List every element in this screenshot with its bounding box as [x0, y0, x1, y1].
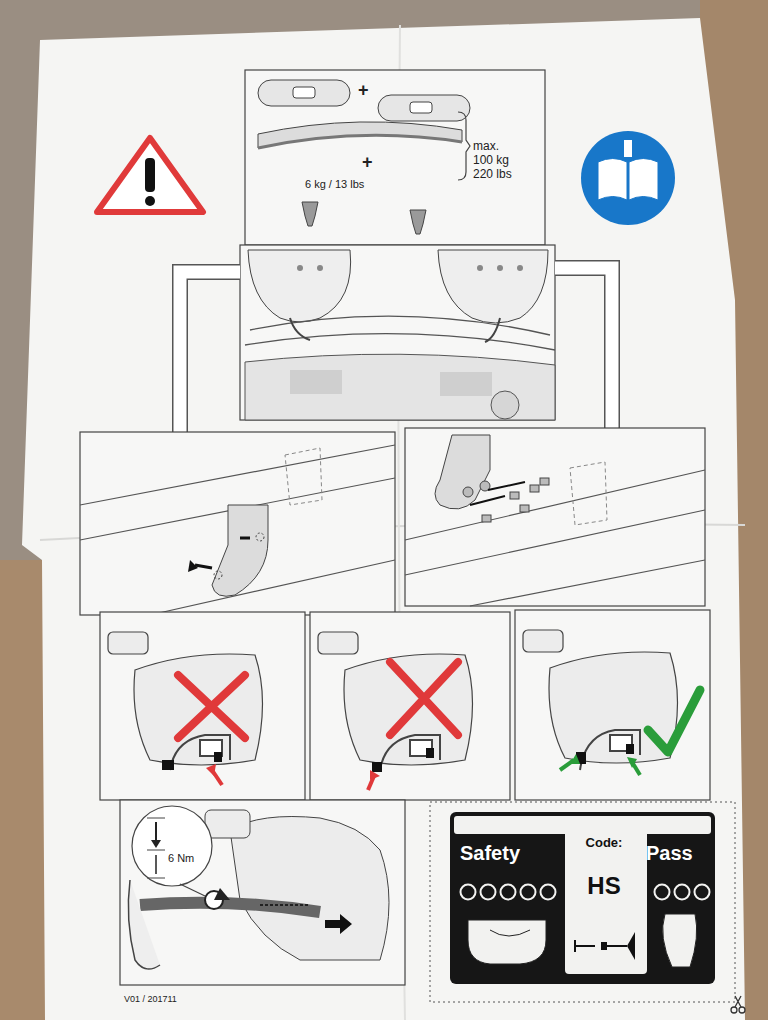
manual-icon [581, 131, 675, 225]
wheel [491, 391, 519, 419]
mount-foot [302, 202, 318, 226]
mount-hook [290, 318, 500, 342]
strap [140, 903, 320, 912]
safety-pass-card: Code: HS Safety Pass [450, 812, 715, 984]
mount-bracket [212, 505, 268, 596]
flow-arrow [555, 268, 612, 445]
callout-circle [132, 806, 212, 886]
book-symbol [624, 140, 632, 157]
mount-bracket [435, 435, 490, 509]
torque-value: 6 Nm [168, 852, 194, 865]
step-panel [405, 428, 705, 606]
seat-pad [378, 95, 470, 121]
step-panel [120, 800, 405, 985]
flow-arrow [180, 272, 240, 445]
push-arrow [325, 914, 352, 934]
plus-sign: + [362, 152, 373, 173]
headrest [205, 810, 250, 838]
weight-bracket [458, 112, 470, 180]
hidden-part [570, 462, 607, 525]
seat-base [258, 122, 462, 148]
flow-arrow [555, 268, 612, 447]
hand [128, 880, 160, 969]
bumper [245, 354, 555, 420]
warning-triangle [97, 138, 203, 212]
card-heading: Safety [460, 842, 520, 865]
seat-figure [230, 817, 389, 961]
card-text: Pass [646, 842, 693, 865]
flow-arrow [180, 272, 240, 447]
mount-foot [410, 210, 426, 234]
paper-sheet [22, 18, 745, 1020]
step-panel [80, 432, 395, 615]
vehicle-panel [240, 245, 555, 420]
step-panel [100, 610, 710, 800]
light [440, 372, 492, 396]
seat-pad [258, 80, 350, 106]
seat-base [258, 135, 462, 148]
plus-sign: + [358, 80, 369, 101]
light [290, 370, 342, 394]
pad-buckle [410, 102, 432, 113]
cut-line [430, 802, 735, 1002]
parts-panel [245, 70, 545, 245]
pad-buckle [293, 87, 315, 98]
seat-shell [438, 250, 548, 323]
scissors-symbol [731, 996, 745, 1013]
wrong-mark [178, 675, 245, 738]
wrong-mark [390, 662, 458, 735]
max-load: max. 100 kg 220 lbs [473, 140, 519, 181]
warning-mark [145, 196, 155, 206]
code-card: Code: HS [565, 828, 647, 974]
warning-mark [145, 158, 155, 192]
part-weight: 6 kg / 13 lbs [305, 178, 364, 191]
hidden-part [285, 448, 322, 505]
card-heading: Code: [565, 836, 643, 851]
book-symbol [598, 159, 658, 201]
luggage-rack [245, 316, 555, 350]
version-code: V01 / 201711 [124, 994, 177, 1004]
seat-shell [248, 250, 351, 322]
correct-mark [648, 690, 700, 752]
card-text: HS [565, 872, 643, 900]
bolt [260, 904, 310, 906]
rail [80, 445, 395, 615]
